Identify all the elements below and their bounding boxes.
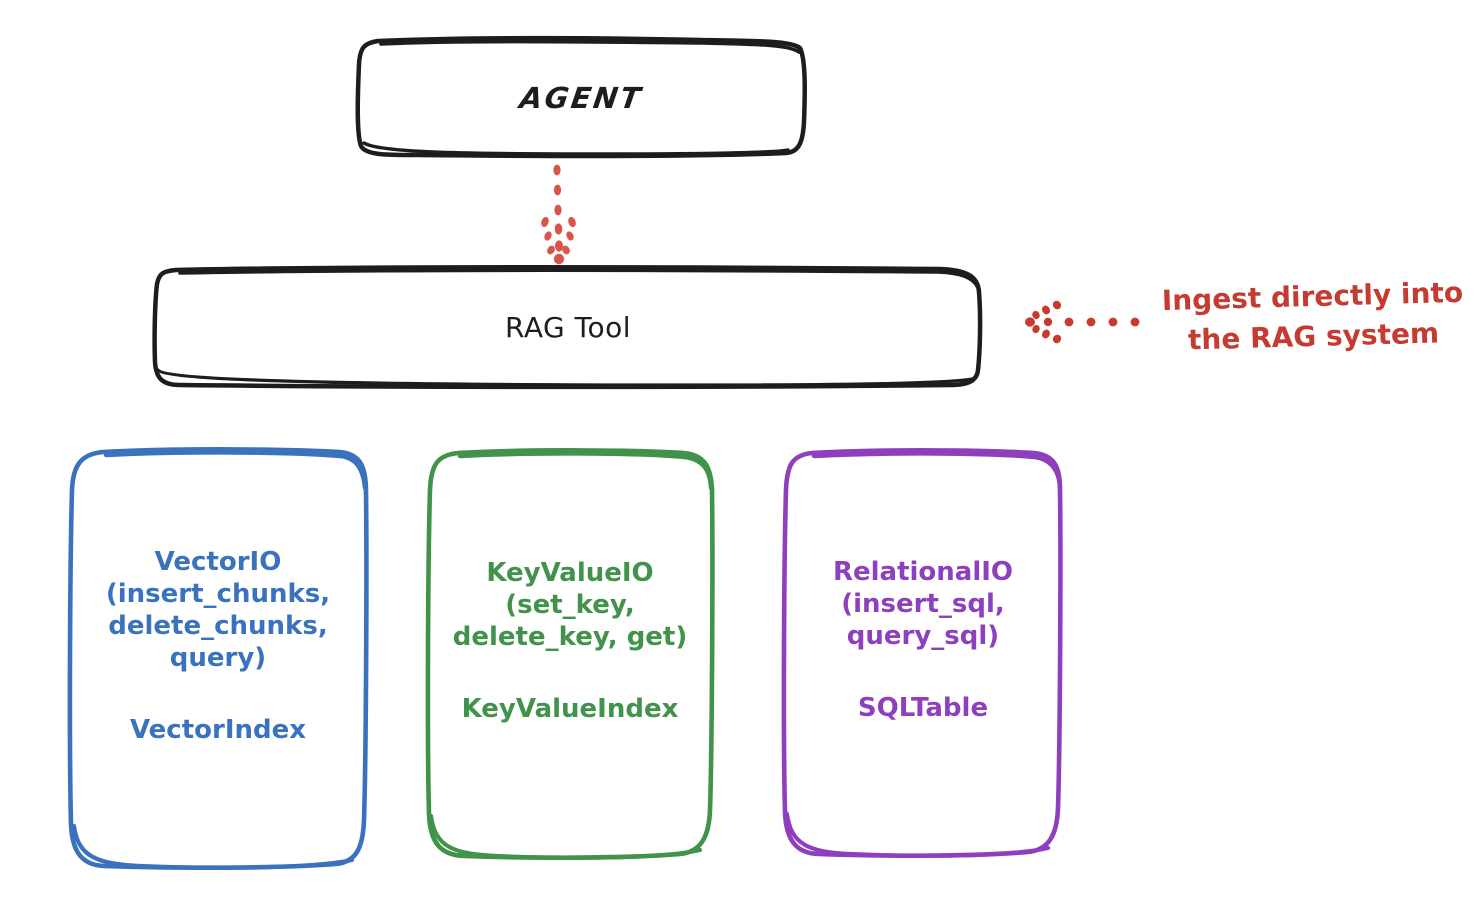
edge-agent-to-rag bbox=[541, 164, 576, 265]
edge-ingest-into-rag bbox=[1025, 300, 1140, 344]
rag-tool-box-shape[interactable] bbox=[152, 265, 983, 390]
vector-io-box-shape[interactable] bbox=[67, 447, 369, 870]
key-value-io-box-shape[interactable] bbox=[425, 448, 715, 860]
relational-io-box-shape[interactable] bbox=[781, 448, 1063, 858]
agent-box-shape[interactable] bbox=[355, 36, 807, 159]
